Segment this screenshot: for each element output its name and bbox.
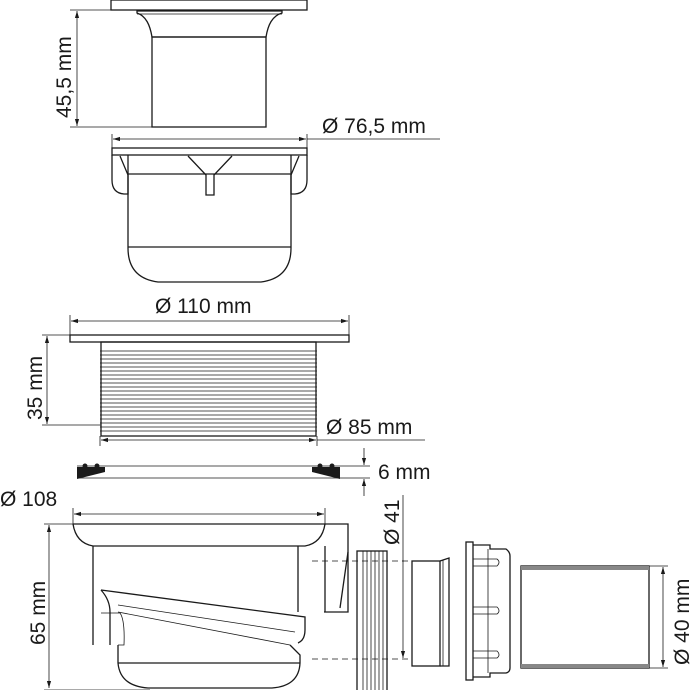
dimension-outlet-diameter: Ø 41 (381, 495, 406, 658)
label-thread-diameter: Ø 85 mm (326, 416, 412, 439)
dimension-pipe-diameter: Ø 40 mm (649, 565, 691, 669)
gasket (77, 463, 340, 479)
dimension-cup-height: 45,5 mm (53, 9, 152, 128)
label-body-height: 65 mm (27, 581, 50, 645)
outlet-thread (356, 550, 388, 690)
label-flange-diameter: Ø 110 mm (155, 295, 251, 318)
dimension-flange-height: 35 mm (24, 334, 101, 426)
coupling-ring (411, 557, 450, 667)
thread-lines (100, 350, 317, 432)
label-gasket-thickness: 6 mm (378, 461, 431, 484)
flange-ring (69, 334, 350, 437)
label-body-diameter: Ø 108 (0, 488, 57, 511)
label-cup-height: 45,5 mm (53, 36, 76, 118)
trap-body (72, 523, 410, 690)
label-flange-height: 35 mm (24, 356, 47, 420)
union-nut (465, 541, 511, 681)
label-outlet-diameter: Ø 41 (381, 499, 404, 545)
strainer-cup (110, 0, 308, 128)
dimension-body-height: 65 mm (27, 523, 150, 690)
label-pipe-diameter: Ø 40 mm (671, 579, 691, 665)
dimension-gasket-thickness: 6 mm (340, 448, 431, 496)
label-insert-diameter: Ø 76,5 mm (322, 115, 426, 138)
dimension-body-diameter: Ø 108 (0, 488, 326, 524)
dimension-flange-diameter: Ø 110 mm (69, 295, 350, 335)
odor-trap-insert (111, 147, 308, 283)
outlet-pipe (520, 565, 650, 669)
dimension-thread-diameter: Ø 85 mm (99, 416, 425, 446)
dimension-insert-diameter: Ø 76,5 mm (111, 115, 440, 148)
